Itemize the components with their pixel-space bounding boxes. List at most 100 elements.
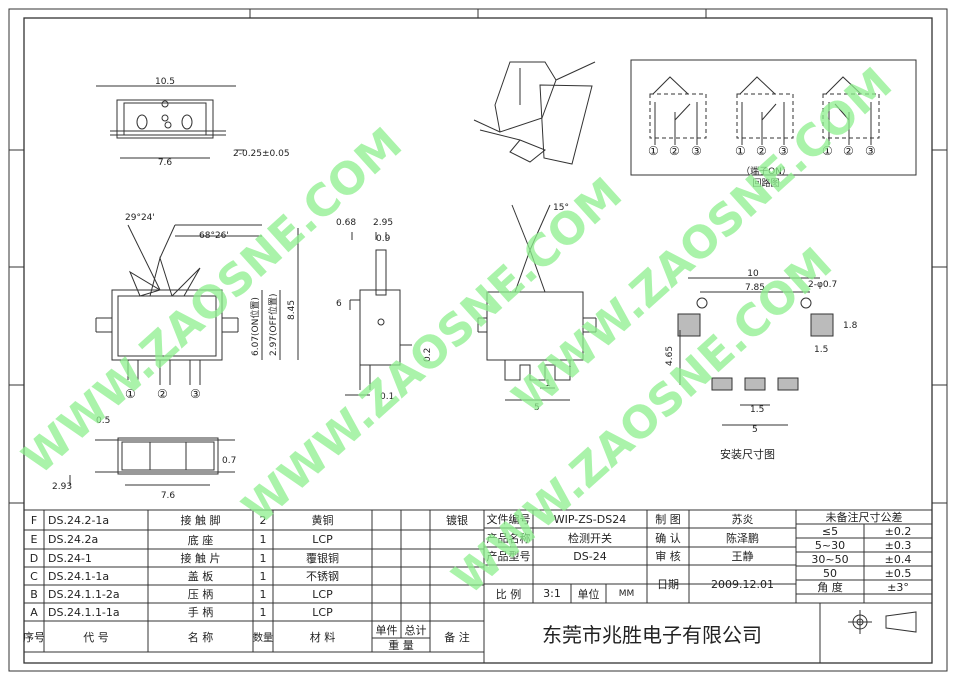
- reviewer: 王静: [731, 550, 754, 563]
- circuit-term-2c: ②: [843, 144, 854, 158]
- circuit-term-3a: ③: [691, 144, 702, 158]
- front-view: [477, 204, 597, 401]
- bom-code: DS.24-1: [48, 551, 92, 565]
- tolerance-value: ±0.4: [884, 552, 912, 566]
- dim-pcb-hole-span: 7.85: [745, 283, 765, 293]
- scale-label: 比 例: [495, 587, 522, 601]
- circuit-term-1a: ①: [648, 144, 659, 158]
- bom-name: 接 触 片: [180, 552, 221, 565]
- dim-off-height: 2.97(OFF位置): [267, 294, 279, 357]
- bom-mat: 黄铜: [311, 514, 334, 527]
- tolerance-range: 50: [823, 566, 837, 580]
- tolerance-range: 5~30: [814, 538, 846, 552]
- bom-header-mat: 材 料: [309, 630, 336, 644]
- main-view: [95, 224, 299, 385]
- circuit-term-2b: ②: [756, 144, 767, 158]
- confirm-label: 确 认: [655, 531, 681, 545]
- circuit-term-3c: ③: [865, 144, 876, 158]
- date-value: 2009.12.01: [711, 577, 774, 591]
- bottom-view: [69, 437, 235, 486]
- bom-header-code: 代 号: [83, 630, 109, 644]
- dim-side-left: 6: [336, 299, 342, 309]
- bom-qty: 1: [259, 533, 267, 546]
- tolerance-range: 30~50: [811, 552, 849, 566]
- dim-bottom-left: 0.5: [96, 416, 110, 426]
- dim-front-angle: 15°: [553, 203, 569, 213]
- drawer: 苏炎: [731, 513, 754, 526]
- tolerance-value: ±3°: [887, 580, 909, 594]
- bom-header-unit: 单件: [375, 623, 398, 637]
- top-view: [96, 85, 244, 159]
- tolerance-value: ±0.5: [884, 566, 912, 580]
- side-view: [345, 232, 412, 396]
- bom-idx: E: [30, 533, 38, 546]
- dim-on-height: 6.07(ON位置): [249, 297, 261, 356]
- pin-label-3: ③: [190, 387, 201, 401]
- dim-top-width: 10.5: [155, 77, 175, 87]
- tolerance-value: ±0.2: [884, 524, 912, 538]
- draw-label: 制 图: [655, 513, 681, 526]
- dim-top-bottom-width: 7.6: [158, 158, 173, 168]
- bom-idx: C: [30, 569, 38, 583]
- scale-value: 3:1: [543, 587, 561, 600]
- bom-name: 压 柄: [187, 588, 214, 601]
- product-model-label: 产品型号: [486, 550, 531, 563]
- bom-idx: D: [29, 551, 39, 565]
- bom-code: DS.24.1.1-2a: [48, 587, 120, 601]
- circuit-caption-2: 回路图: [752, 177, 779, 189]
- pin-label-1: ①: [125, 387, 136, 401]
- bom-mat: LCP: [312, 587, 333, 601]
- dim-angle-right: 68°26': [199, 231, 229, 241]
- projection-symbol-icon: [848, 610, 917, 634]
- bom-qty: 2: [259, 513, 267, 527]
- product-name: 检测开关: [568, 531, 612, 545]
- company-name: 东莞市兆胜电子有限公司: [542, 622, 762, 647]
- bom-code: DS.24.1.1-1a: [48, 605, 120, 619]
- bom-code: DS.24.2-1a: [48, 513, 110, 527]
- dim-pcb-hole: 2-φ0.7: [808, 280, 837, 290]
- circuit-diagram: [630, 59, 917, 176]
- bom-mat: 覆银铜: [306, 552, 339, 565]
- dim-bottom-width: 7.6: [161, 491, 176, 501]
- bom-code: DS.24.2a: [48, 533, 99, 546]
- dim-angle-left: 29°24': [125, 213, 155, 223]
- dim-pcb-width: 10: [747, 269, 759, 279]
- bom-header-total: 总计: [404, 623, 427, 637]
- bom-header-idx: 序号: [23, 630, 45, 644]
- bom-mat: LCP: [312, 605, 333, 619]
- tolerance-value: ±0.3: [884, 538, 912, 552]
- dim-pcb-pad-h: 1.8: [843, 321, 858, 331]
- bom-header-note: 备 注: [444, 630, 470, 644]
- dim-side-top2: 2.95: [373, 218, 393, 228]
- bom-name: 底 座: [187, 533, 214, 547]
- pcb-layout: [677, 277, 834, 426]
- bom-mat: 不锈钢: [306, 570, 339, 583]
- date-label: 日期: [657, 578, 679, 591]
- tolerance-range: ≤5: [821, 524, 839, 538]
- dim-pin-spec: 2-0.25±0.05: [233, 149, 290, 159]
- dim-front-width: 5: [534, 403, 540, 413]
- title-block-grid: [24, 509, 932, 663]
- dim-total-height: 8.45: [287, 300, 297, 320]
- bom-header-qty: 数量: [253, 633, 273, 644]
- bom-name: 盖 板: [187, 570, 214, 583]
- dim-bottom-side: 0.7: [222, 456, 236, 466]
- tolerance-title: 未备注尺寸公差: [825, 511, 903, 524]
- dim-side-top1: 0.68: [336, 218, 356, 228]
- dim-bottom-offset: 2.93: [52, 482, 72, 492]
- bom-qty: 1: [259, 605, 267, 619]
- bom-idx: B: [30, 587, 38, 601]
- bom-qty: 1: [259, 551, 267, 565]
- dim-pcb-height: 4.65: [665, 346, 675, 366]
- bom-note: 镀银: [446, 514, 468, 527]
- bom-header-weight: 重 量: [388, 639, 414, 652]
- bom-idx: A: [30, 605, 38, 619]
- pcb-caption: 安装尺寸图: [720, 447, 775, 461]
- bom-header-name: 名 称: [187, 630, 214, 644]
- dim-front-pitch: 1: [545, 379, 551, 389]
- circuit-term-2a: ②: [669, 144, 680, 158]
- dim-side-bottom: 0.1: [380, 392, 394, 402]
- bom-qty: 1: [259, 569, 267, 583]
- circuit-term-3b: ③: [778, 144, 789, 158]
